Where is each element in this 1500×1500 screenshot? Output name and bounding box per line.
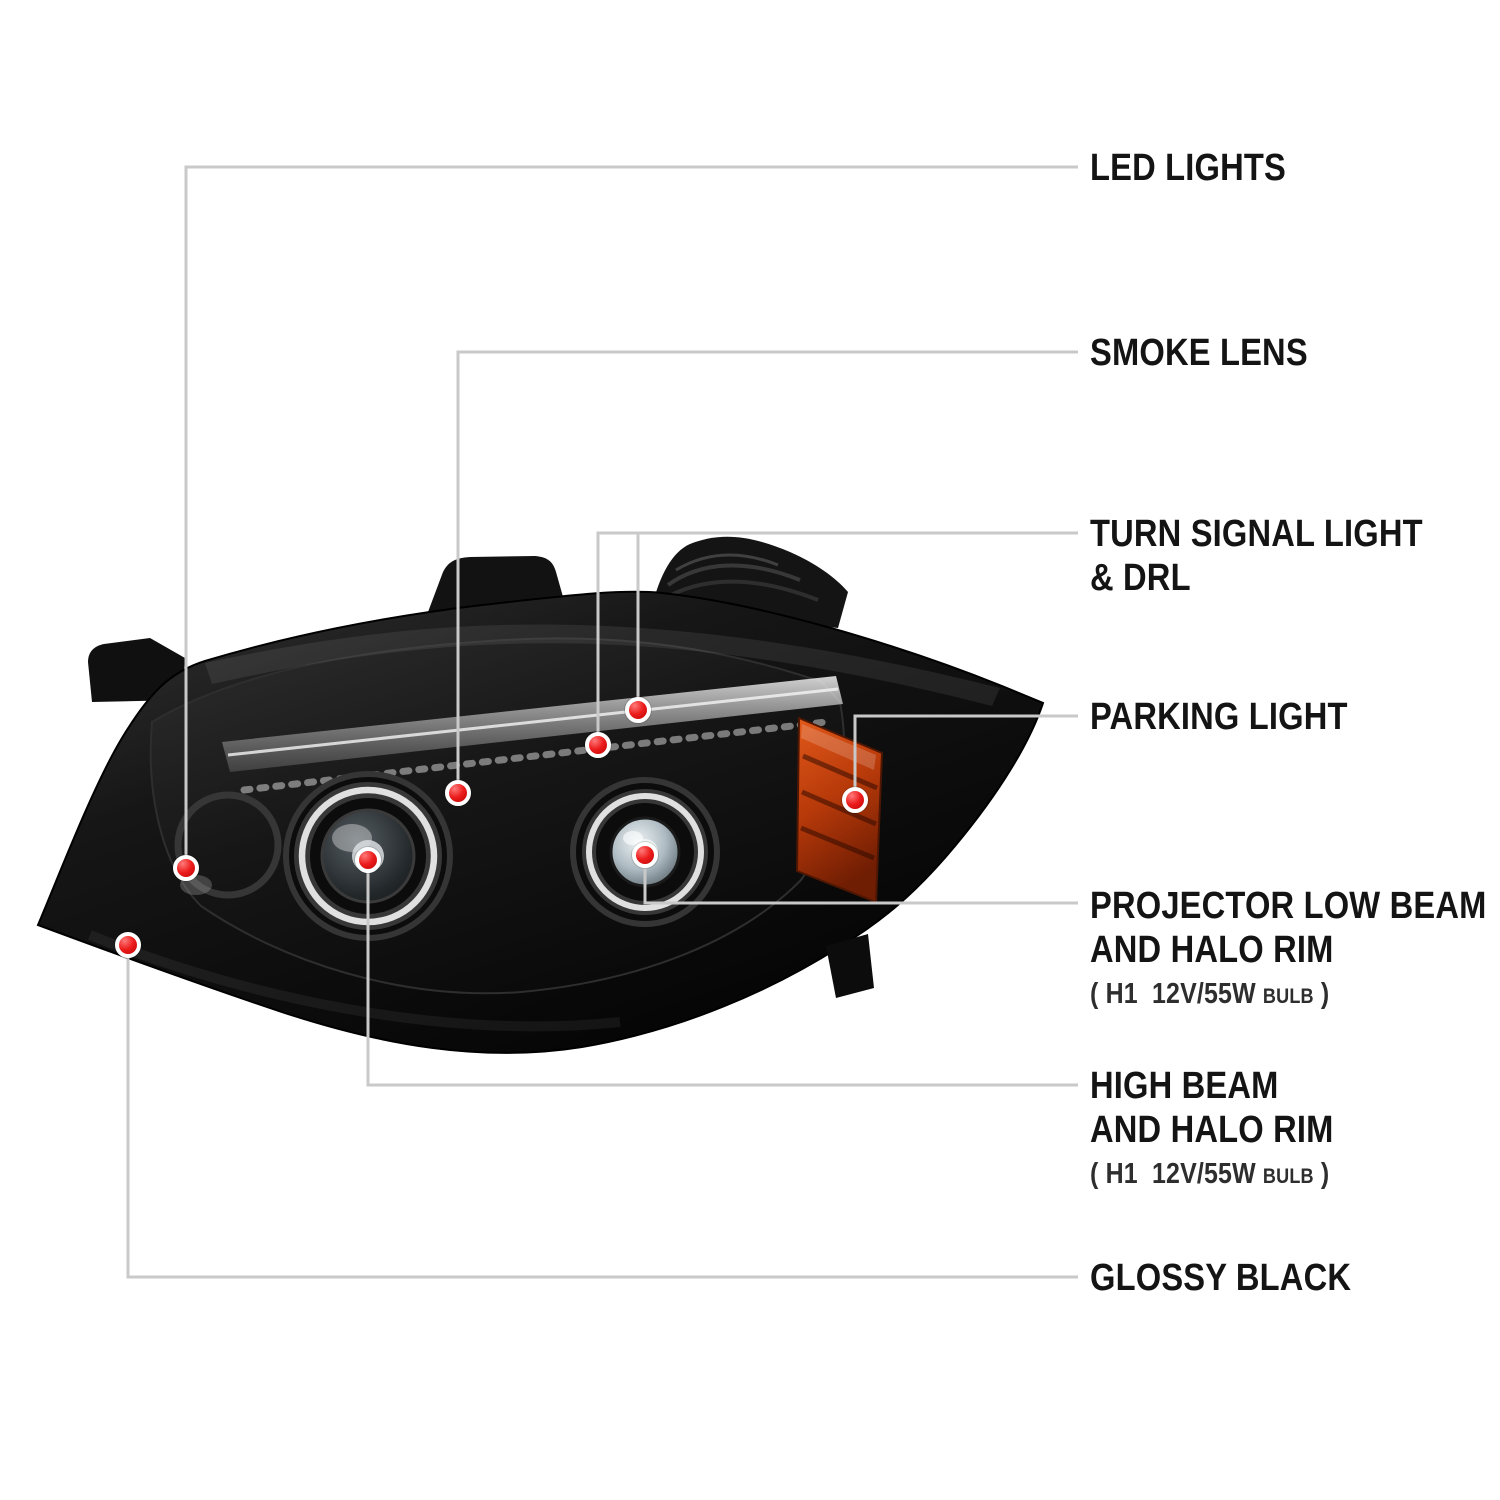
marker-turn-signal-icon [584,731,612,759]
label-line: AND HALO RIM [1090,929,1334,971]
bulb-spec-small: BULB [1262,1165,1314,1188]
callout-label-turn-signal: TURN SIGNAL LIGHT & DRL [1090,512,1423,600]
callout-label-high-beam: HIGH BEAM AND HALO RIM ( H1 12V/55W BULB… [1090,1064,1334,1195]
marker-projector-low-beam-icon [631,841,659,869]
marker-glossy-black-icon [114,931,142,959]
label-line: PARKING LIGHT [1090,696,1348,738]
corner-reflector-ring [174,791,282,899]
bulb-spec-text: ) [1313,978,1330,1010]
drl-light-bar [222,676,843,772]
mounting-tab-1 [428,556,565,612]
label-line: TURN SIGNAL LIGHT [1090,513,1423,555]
leader-line-smoke-lens [456,350,1078,793]
gloss-highlight-top [205,624,1000,706]
leader-line-parking-light [853,714,1078,800]
leader-line-led-lights [184,165,1078,868]
bulb-spec: ( H1 12V/55W BULB ) [1090,976,1486,1015]
label-line: GLOSSY BLACK [1090,1257,1352,1299]
callout-label-smoke-lens: SMOKE LENS [1090,331,1308,375]
callout-label-glossy-black: GLOSSY BLACK [1090,1256,1351,1300]
mounting-tab-2-ridge [660,579,819,602]
halo-ring-low-beam [586,793,704,911]
callout-label-parking-light: PARKING LIGHT [1090,695,1348,739]
marker-smoke-lens-icon [444,779,472,807]
leader-line-turn-signal [596,531,1078,745]
leader-line-high-beam [366,860,1078,1087]
gloss-highlight-bottom [88,930,621,1032]
headlight-illustration [36,536,1045,1054]
bulb-spec: ( H1 12V/55W BULB ) [1090,1156,1334,1195]
marker-drl-icon [624,696,652,724]
bulb-spec-text: ( H1 12V/55W [1090,978,1263,1010]
mounting-tab-bottom-right [826,934,874,998]
label-line: LED LIGHTS [1090,147,1286,189]
drl-core-highlight [227,687,839,757]
bulb-spec-text: ( H1 12V/55W [1090,1158,1263,1190]
marker-parking-light-icon [841,786,869,814]
callout-label-projector-low-beam: PROJECTOR LOW BEAM AND HALO RIM ( H1 12V… [1090,884,1486,1015]
parking-light-reflector [795,716,884,904]
label-line: PROJECTOR LOW BEAM [1090,885,1487,927]
bulb-spec-text: ) [1313,1158,1330,1190]
leader-line-glossy-black [126,945,1078,1279]
bulb-spec-small: BULB [1262,985,1314,1008]
marker-led-lights-icon [172,854,200,882]
callout-markers [114,696,869,959]
mounting-tab-2-ridge [666,563,801,587]
label-line: AND HALO RIM [1090,1109,1334,1151]
mounting-tab-2-ridge [675,553,779,572]
label-line: & DRL [1090,557,1191,599]
leader-lines [126,165,1078,1279]
marker-high-beam-icon [354,846,382,874]
label-line: SMOKE LENS [1090,332,1308,374]
label-line: HIGH BEAM [1090,1065,1279,1107]
callout-label-led-lights: LED LIGHTS [1090,146,1286,190]
leader-line-projector-low-beam [643,855,1078,905]
